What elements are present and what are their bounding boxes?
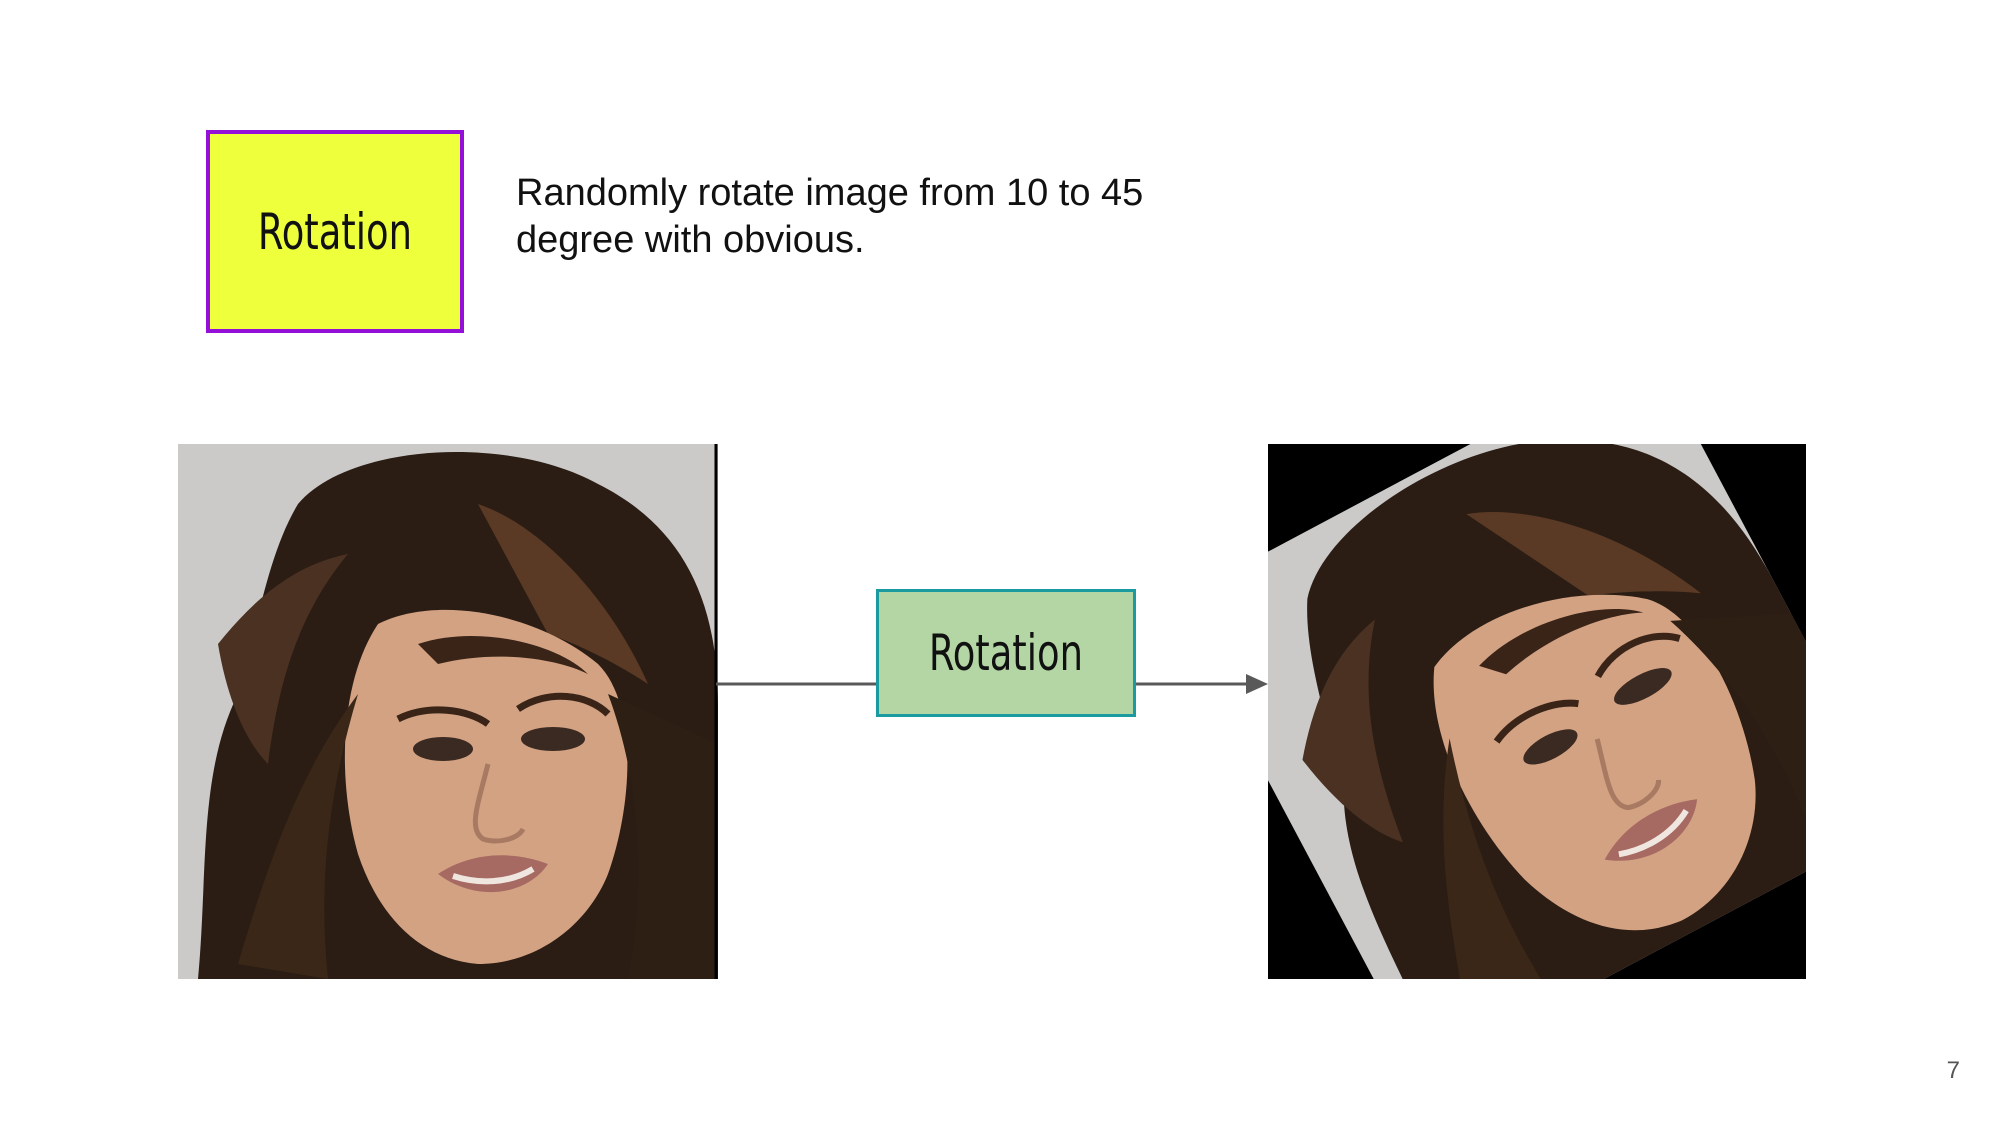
rotation-title-label: Rotation (257, 202, 413, 261)
rotation-operation-label: Rotation (928, 624, 1084, 682)
page-number: 7 (1946, 1057, 1960, 1084)
rotation-title-box: Rotation (206, 130, 464, 333)
rotated-portrait-image (1268, 444, 1806, 979)
rotation-operation-box: Rotation (876, 589, 1136, 717)
original-portrait-image (178, 444, 718, 979)
description-text: Randomly rotate image from 10 to 45 degr… (516, 172, 1144, 261)
